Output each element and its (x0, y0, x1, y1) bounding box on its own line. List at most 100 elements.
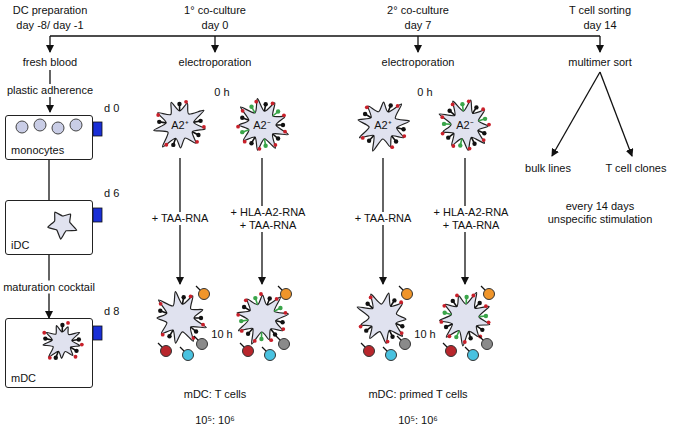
annotation-label: T cell clones (606, 162, 667, 175)
sort-arrow (600, 72, 632, 156)
monocyte (34, 119, 46, 131)
peptide-dot (451, 103, 455, 107)
receptor-head (442, 122, 446, 126)
peptide-dot (487, 123, 491, 127)
t-cell (265, 350, 276, 361)
peptide-dot (80, 343, 84, 347)
receptor-head (446, 135, 450, 139)
peptide-dot (402, 134, 406, 138)
peptide-dot (241, 109, 245, 113)
receptor-head (276, 136, 280, 140)
day-label: d 8 (104, 305, 119, 317)
receptor-head (454, 335, 458, 339)
peptide-dot (273, 143, 277, 147)
peptide-dot (451, 144, 455, 148)
receptor-head (367, 139, 371, 143)
hla-status-label: A2⁻ (456, 119, 473, 131)
receptor-head (240, 116, 244, 120)
receptor-head (196, 133, 200, 137)
annotation-label: 10 h (211, 328, 232, 341)
receptor-head (474, 105, 478, 109)
annotation-label: + HLA-A2-RNA + TAA-RNA (226, 206, 310, 232)
flow-connector (48, 160, 49, 200)
peptide-dot (390, 145, 394, 149)
annotation-label: electroporation (382, 56, 455, 69)
timeline-label: 2° co-culture (387, 4, 449, 17)
peptide-dot (442, 304, 446, 308)
peptide-dot (369, 296, 373, 300)
annotation-label: 10⁵: 10⁶ (195, 414, 235, 427)
peptide-dot (42, 331, 46, 335)
timeline-label: day 7 (405, 19, 432, 32)
receptor-head (249, 105, 253, 109)
culture-flask: monocytesd 0 (5, 115, 93, 160)
flask-cap (93, 122, 102, 136)
annotation-label: 10 h (414, 328, 435, 341)
monocyte (52, 122, 64, 134)
t-cell (468, 350, 479, 361)
receptor-head (199, 316, 203, 320)
timeline-arrow (214, 36, 215, 52)
cell-type-label: iDC (11, 239, 29, 251)
peptide-dot (236, 125, 240, 129)
receptor-head (458, 143, 462, 147)
peptide-dot (240, 329, 244, 333)
flask-cap (93, 326, 102, 340)
dendritic-cell: A2⁻ (250, 118, 273, 133)
peptide-dot (481, 107, 485, 111)
dendritic-cell-body (440, 292, 490, 345)
dendritic-cell-body (357, 293, 406, 343)
annotation-label: every 14 days unspecific stimulation (544, 200, 656, 226)
receptor-head (167, 334, 171, 338)
t-cell (199, 289, 210, 300)
edge-label: maturation cocktail (1, 280, 97, 293)
hla-status-label: A2⁻ (253, 119, 270, 131)
peptide-dot (243, 140, 247, 144)
peptide-dot (440, 115, 444, 119)
receptor-head (364, 328, 368, 332)
peptide-dot (484, 304, 488, 308)
receptor-head (54, 356, 58, 360)
t-cell (197, 339, 208, 350)
peptide-dot (282, 113, 286, 117)
peptide-dot (258, 147, 262, 151)
dendritic-cell-body (43, 326, 80, 359)
receptor-head (365, 301, 369, 305)
annotation-label: + TAA-RNA (150, 212, 211, 225)
receptor-head (77, 337, 81, 341)
dendritic-cell: A2⁺ (371, 118, 394, 133)
timeline-arrow (599, 36, 600, 52)
cell-type-label: mDC (11, 372, 36, 384)
flask-cap (93, 208, 102, 222)
peptide-dot (441, 132, 445, 136)
peptide-dot (468, 147, 472, 151)
t-cell (281, 289, 292, 300)
sort-arrow (552, 72, 600, 156)
peptide-dot (253, 339, 257, 343)
timeline-arrow (417, 36, 418, 52)
receptor-head (390, 335, 394, 339)
peptide-dot (455, 293, 459, 297)
dendritic-cell-body (237, 295, 288, 344)
receptor-head (482, 131, 486, 135)
receptor-head (157, 120, 161, 124)
receptor-head (442, 311, 446, 315)
peptide-dot (359, 325, 363, 329)
receptor-head (268, 296, 272, 300)
receptor-head (263, 143, 267, 147)
receptor-head (392, 298, 396, 302)
annotation-label: + HLA-A2-RNA + TAA-RNA (429, 206, 513, 232)
receptor-head (484, 314, 488, 318)
receptor-head (177, 102, 181, 106)
day-label: d 6 (104, 187, 119, 199)
timeline-label: 1° co-culture (184, 4, 246, 17)
t-cell (402, 289, 413, 300)
peptide-dot (271, 102, 275, 106)
peptide-dot (66, 321, 70, 325)
peptide-dot (400, 331, 404, 335)
receptor-head (263, 102, 267, 106)
receptor-head (242, 305, 246, 309)
peptide-dot (439, 320, 443, 324)
receptor-head (280, 320, 284, 324)
receptor-head (483, 117, 487, 121)
